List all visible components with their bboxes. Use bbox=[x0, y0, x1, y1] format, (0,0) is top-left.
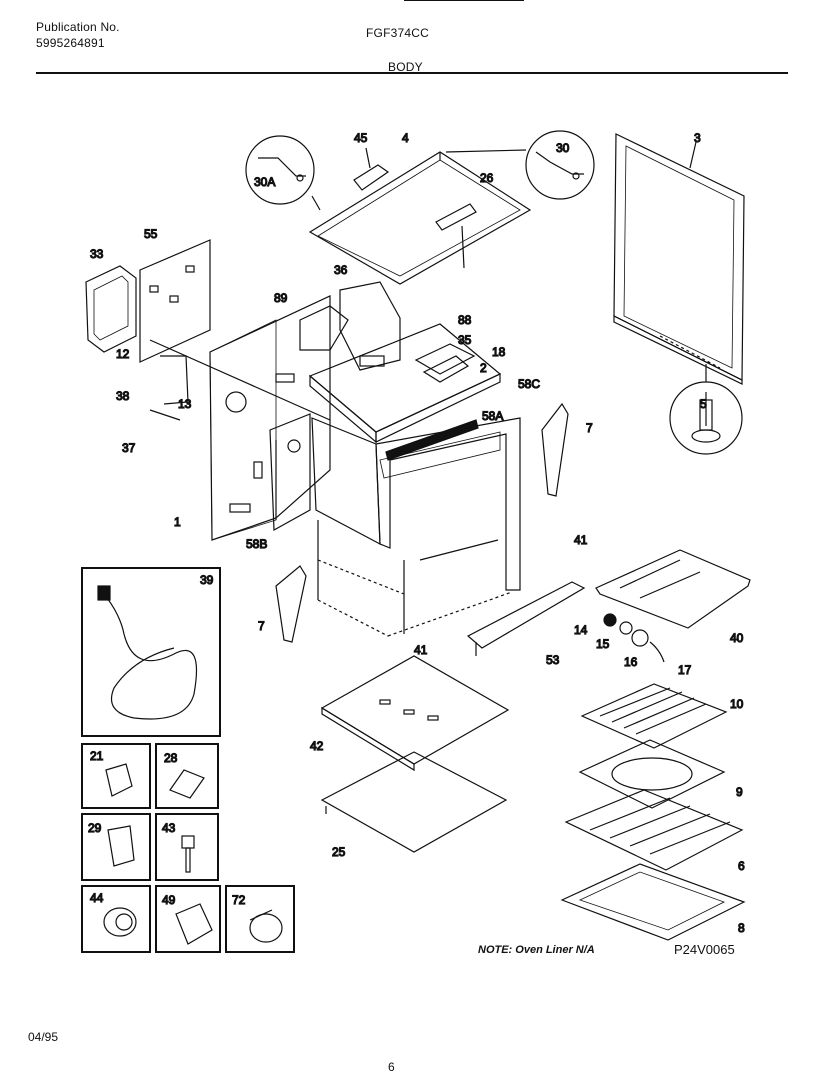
trim-strip-part-58a bbox=[385, 419, 479, 461]
callout-10: 10 bbox=[730, 697, 744, 711]
detail-circle-part-30a bbox=[245, 135, 321, 211]
callout-38: 38 bbox=[116, 389, 130, 403]
rail-part-53 bbox=[466, 581, 586, 656]
broiler-pan-part-9 bbox=[578, 739, 726, 809]
burner-box-part-36 bbox=[299, 281, 401, 371]
callout-8: 8 bbox=[738, 921, 745, 935]
door-frame-part-3 bbox=[613, 133, 745, 385]
oven-rack-part-6 bbox=[564, 789, 744, 871]
callout-42: 42 bbox=[310, 739, 324, 753]
part-box-29 bbox=[81, 813, 151, 881]
box-callout-44: 44 bbox=[90, 891, 104, 905]
door-hinge-part-7-left bbox=[275, 565, 307, 643]
callout-13: 13 bbox=[178, 397, 192, 411]
header-rule bbox=[36, 72, 788, 74]
footer-date: 04/95 bbox=[28, 1030, 59, 1044]
broiler-pan-part-40 bbox=[595, 549, 751, 629]
box-part-33 bbox=[85, 265, 137, 353]
back-panel-part-55 bbox=[139, 239, 211, 363]
bracket-part-45 bbox=[353, 147, 390, 191]
publication-label: Publication No. bbox=[36, 20, 120, 34]
callout-41-right: 41 bbox=[574, 533, 588, 547]
front-panel-part-58b bbox=[269, 413, 311, 531]
callout-3: 3 bbox=[694, 131, 701, 145]
callout-6: 6 bbox=[738, 859, 745, 873]
box-callout-72: 72 bbox=[232, 893, 246, 907]
oven-liner-note: NOTE: Oven Liner N/A bbox=[478, 944, 595, 956]
bottom-panel-part-25 bbox=[320, 751, 508, 853]
bottom-panel-part-42 bbox=[320, 655, 510, 772]
callout-39: 39 bbox=[200, 573, 214, 587]
callout-36: 36 bbox=[334, 263, 348, 277]
callout-58a: 58A bbox=[482, 409, 503, 423]
oven-liner-part-8 bbox=[560, 863, 746, 941]
callout-55: 55 bbox=[144, 227, 158, 241]
cooktop-panel-part-58c bbox=[308, 323, 502, 444]
broiler-rack-part-10 bbox=[580, 683, 728, 749]
callout-53: 53 bbox=[546, 653, 560, 667]
callout-18: 18 bbox=[492, 345, 506, 359]
callout-25: 25 bbox=[332, 845, 346, 859]
igniter-parts bbox=[603, 613, 665, 663]
callout-1: 1 bbox=[174, 515, 181, 529]
door-hinge-part-7-right bbox=[541, 402, 569, 497]
top-rule bbox=[404, 0, 524, 1]
callout-12: 12 bbox=[116, 347, 130, 361]
callout-58c: 58C bbox=[518, 377, 540, 391]
callout-15: 15 bbox=[596, 637, 610, 651]
oven-body bbox=[311, 417, 521, 637]
part-box-28 bbox=[155, 743, 219, 809]
callout-37: 37 bbox=[122, 441, 136, 455]
part-box-49 bbox=[155, 885, 221, 953]
callout-9: 9 bbox=[736, 785, 743, 799]
callout-4: 4 bbox=[402, 131, 409, 145]
model-number: FGF374CC bbox=[366, 26, 429, 40]
top-panel-part-4 bbox=[308, 151, 532, 285]
bracket-part-26 bbox=[435, 203, 477, 231]
callout-40: 40 bbox=[730, 631, 744, 645]
callout-30: 30 bbox=[556, 141, 570, 155]
box-callout-21: 21 bbox=[90, 749, 104, 763]
callout-88: 88 bbox=[458, 313, 472, 327]
box-callout-28: 28 bbox=[164, 751, 178, 765]
page-number: 6 bbox=[388, 1060, 395, 1074]
detail-circle-part-30 bbox=[445, 130, 595, 200]
callout-7-left: 7 bbox=[258, 619, 265, 633]
part-box-43 bbox=[155, 813, 219, 881]
callout-89: 89 bbox=[274, 291, 288, 305]
callout-35: 35 bbox=[458, 333, 472, 347]
callout-17: 17 bbox=[678, 663, 692, 677]
diagram-code: P24V0065 bbox=[674, 942, 735, 957]
part-box-44 bbox=[81, 885, 151, 953]
callout-16: 16 bbox=[624, 655, 638, 669]
callout-2: 2 bbox=[480, 361, 487, 375]
part-box-21 bbox=[81, 743, 151, 809]
leveling-leg-part-5 bbox=[669, 364, 743, 455]
burner-part-18 bbox=[359, 343, 476, 383]
box-callout-43: 43 bbox=[162, 821, 176, 835]
power-cord-box-part-39 bbox=[81, 567, 221, 737]
callout-14: 14 bbox=[574, 623, 588, 637]
box-callout-49: 49 bbox=[162, 893, 176, 907]
callout-30a: 30A bbox=[254, 175, 275, 189]
burner-valve-rod bbox=[149, 339, 331, 421]
publication-number: 5995264891 bbox=[36, 36, 105, 50]
callout-41-left: 41 bbox=[414, 643, 428, 657]
callout-45: 45 bbox=[354, 131, 368, 145]
callout-5: 5 bbox=[700, 397, 707, 411]
callout-7-right: 7 bbox=[586, 421, 593, 435]
callout-33: 33 bbox=[90, 247, 104, 261]
part-box-72 bbox=[225, 885, 295, 953]
callout-26: 26 bbox=[480, 171, 494, 185]
section-title: BODY bbox=[388, 60, 423, 74]
callout-58b: 58B bbox=[246, 537, 267, 551]
box-callout-29: 29 bbox=[88, 821, 102, 835]
